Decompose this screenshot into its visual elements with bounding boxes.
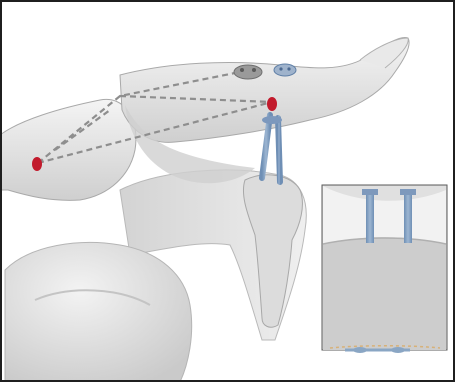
humeral-head — [5, 242, 192, 382]
suture-button-icon — [274, 64, 296, 76]
cortical-button-icon — [234, 65, 262, 79]
inset-detail-panel — [322, 185, 447, 353]
